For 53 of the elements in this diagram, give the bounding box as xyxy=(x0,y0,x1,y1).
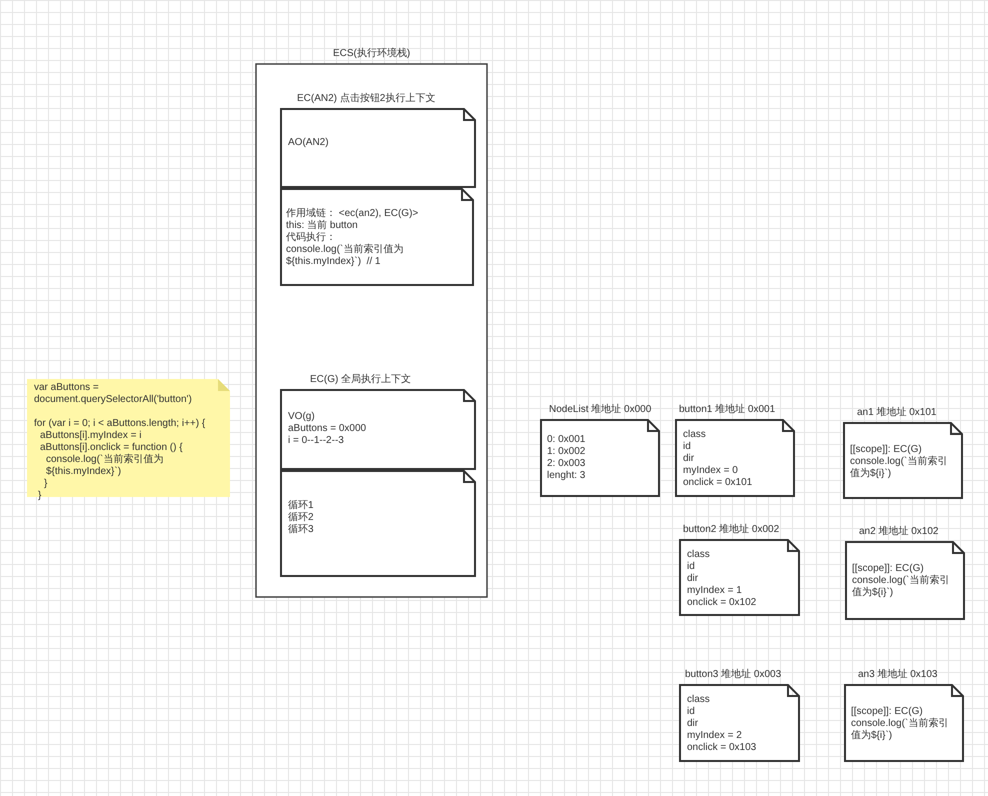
note-text: [[scope]]: EC(G) xyxy=(850,444,923,456)
note-title: button3 堆地址 0x003 xyxy=(685,668,782,682)
note-text: class xyxy=(683,429,707,441)
note-text: 1: 0x002 xyxy=(547,446,586,458)
code-line: } xyxy=(38,490,42,502)
code-line: var aButtons = document.querySelectorAll('button') xyxy=(34,382,193,406)
note-text: 循环3 xyxy=(288,524,315,536)
code-line: aButtons[i].onclick = function () { xyxy=(40,442,184,454)
note-text: AO(AN2) xyxy=(288,137,330,149)
note-text: console.log(`当前索引值为${i}`) xyxy=(851,718,950,742)
note-title: ECS(执行环境栈) xyxy=(333,47,410,61)
note-text: aButtons = 0x000 xyxy=(288,423,368,435)
note-text: class xyxy=(687,694,711,706)
note-text: [[scope]]: EC(G) xyxy=(852,563,925,574)
note-text: onclick = 0x101 xyxy=(683,477,754,489)
note-text: VO(g) xyxy=(288,411,316,423)
note-text: dir xyxy=(683,453,696,465)
note-text: 代码执行： xyxy=(286,232,337,244)
note-text: lenght: 3 xyxy=(547,470,586,482)
note-title: NodeList 堆地址 0x000 xyxy=(549,403,652,417)
note-text: console.log(`当前索引值为${i}`) xyxy=(852,575,950,599)
note-text: dir xyxy=(687,573,700,585)
note-title: EC(AN2) 点击按钮2执行上下文 xyxy=(297,92,436,106)
note-title: EC(G) 全局执行上下文 xyxy=(310,373,412,387)
note-title: button1 堆地址 0x001 xyxy=(679,403,776,417)
code-line: console.log(`当前索引值为${this.myIndex}`) xyxy=(46,454,164,478)
note-text: 循环1 xyxy=(288,500,315,512)
note-text: 循环2 xyxy=(288,512,315,524)
note-text: myIndex = 2 xyxy=(687,730,743,742)
code-line: for (var i = 0; i < aButtons.length; i++) { xyxy=(34,418,206,430)
note-text: myIndex = 1 xyxy=(687,585,743,597)
code-line: } xyxy=(44,478,48,490)
note-text: id xyxy=(683,441,692,453)
note-text: i = 0--1--2--3 xyxy=(288,435,345,447)
note-text: id xyxy=(687,561,696,573)
note-text: 2: 0x003 xyxy=(547,458,586,470)
note-text: this: 当前 button xyxy=(286,220,359,232)
note-title: an1 堆地址 0x101 xyxy=(857,406,936,420)
note-text: onclick = 0x102 xyxy=(687,597,758,609)
note-text: [[scope]]: EC(G) xyxy=(851,706,924,718)
note-title: an2 堆地址 0x102 xyxy=(859,525,938,539)
note-text: 作用域链： <ec(an2), EC(G)> xyxy=(286,208,420,220)
note-text: 0: 0x001 xyxy=(547,434,586,446)
note-text: id xyxy=(687,706,696,718)
note-title: button2 堆地址 0x002 xyxy=(683,523,780,537)
note-text: dir xyxy=(687,718,700,730)
note-title: an3 堆地址 0x103 xyxy=(858,668,938,682)
note-text: myIndex = 0 xyxy=(683,465,739,477)
note-text: onclick = 0x103 xyxy=(687,742,758,754)
note-text: console.log(`当前索引值为${this.myIndex}`) // 1 xyxy=(286,244,404,268)
code-line: aButtons[i].myIndex = i xyxy=(40,430,142,442)
note-text: console.log(`当前索引值为${i}`) xyxy=(850,456,948,480)
note-text: class xyxy=(687,549,711,561)
